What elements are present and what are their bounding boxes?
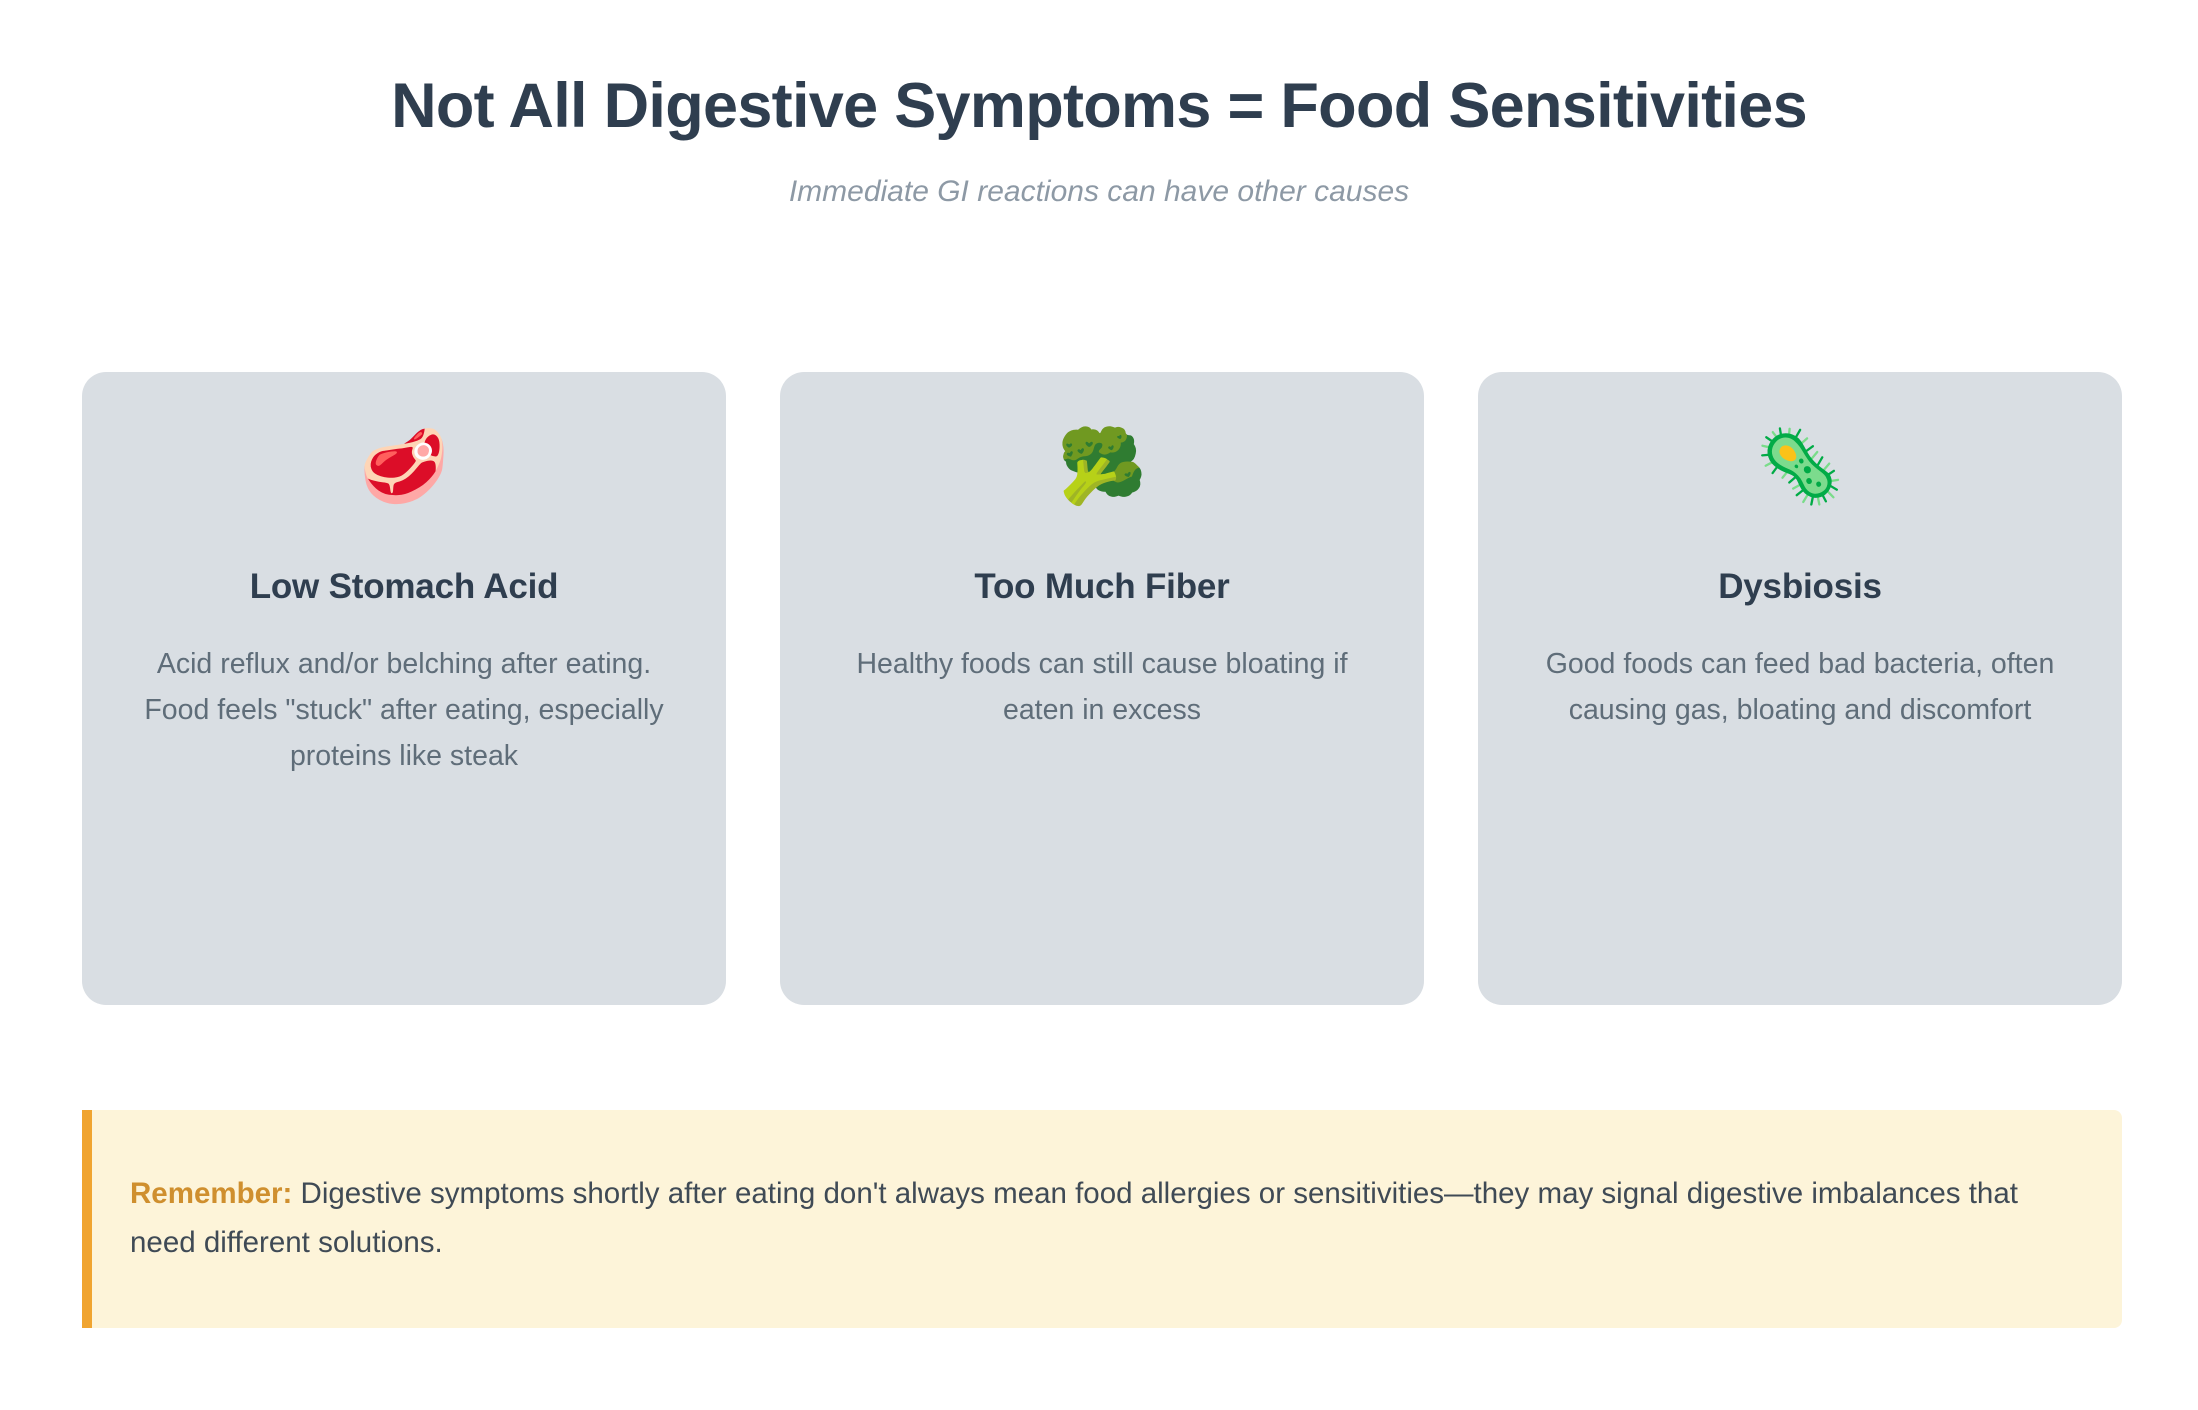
cause-card-low-stomach-acid: 🥩 Low Stomach Acid Acid reflux and/or be…: [82, 372, 726, 1005]
cause-card-dysbiosis: 🦠 Dysbiosis Good foods can feed bad bact…: [1478, 372, 2122, 1005]
card-title: Dysbiosis: [1718, 567, 1882, 606]
callout-body-text: Digestive symptoms shortly after eating …: [130, 1177, 2018, 1259]
card-title: Too Much Fiber: [974, 567, 1230, 606]
remember-callout: Remember: Digestive symptoms shortly aft…: [82, 1110, 2122, 1328]
page-title: Not All Digestive Symptoms = Food Sensit…: [391, 71, 1808, 141]
callout-lead-label: Remember:: [130, 1177, 293, 1211]
cause-card-too-much-fiber: 🥦 Too Much Fiber Healthy foods can still…: [780, 372, 1424, 1005]
card-description: Good foods can feed bad bacteria, often …: [1545, 648, 2055, 727]
cause-card-list: 🥩 Low Stomach Acid Acid reflux and/or be…: [82, 372, 2122, 1005]
card-description: Healthy foods can still cause bloating i…: [856, 648, 1348, 727]
card-description: Acid reflux and/or belching after eating…: [144, 648, 664, 773]
microbe-icon: 🦠: [1755, 424, 1845, 508]
steak-icon: 🥩: [359, 424, 449, 508]
header: Not All Digestive Symptoms = Food Sensit…: [0, 0, 2198, 210]
card-title: Low Stomach Acid: [249, 567, 559, 606]
broccoli-icon: 🥦: [1057, 424, 1147, 508]
callout-text: Remember: Digestive symptoms shortly aft…: [130, 1170, 2076, 1268]
page-subtitle: Immediate GI reactions can have other ca…: [788, 175, 1410, 209]
